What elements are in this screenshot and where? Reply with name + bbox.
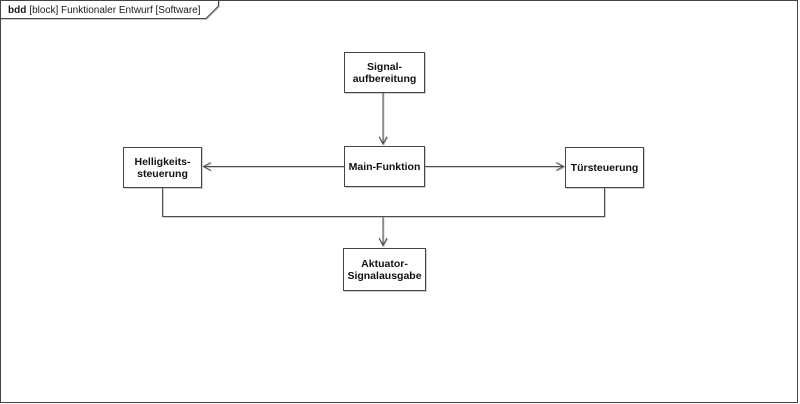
node-helligkeitssteuerung[interactable]: Helligkeits- steuerung (123, 147, 202, 188)
node-tuersteuerung[interactable]: Türsteuerung (565, 147, 644, 188)
node-label: Signal- aufbereitung (352, 60, 417, 85)
node-label: Türsteuerung (570, 161, 639, 174)
node-label: Helligkeits- steuerung (134, 155, 191, 180)
frame-title: bdd [block] Funktionaler Entwurf [Softwa… (8, 3, 201, 17)
edge-join-helligkeit-tuer (162, 188, 605, 217)
node-main-funktion[interactable]: Main-Funktion (344, 146, 425, 187)
node-signalaufbereitung[interactable]: Signal- aufbereitung (344, 52, 425, 93)
frame-title-text: [block] Funktionaler Entwurf [Software] (29, 4, 201, 16)
node-label: Main-Funktion (348, 160, 421, 173)
node-aktuator-signalausgabe[interactable]: Aktuator- Signalausgabe (343, 248, 426, 291)
node-label: Aktuator- Signalausgabe (347, 257, 422, 282)
frame-title-keyword: bdd (8, 4, 27, 16)
frame-title-tab (0, 0, 219, 19)
